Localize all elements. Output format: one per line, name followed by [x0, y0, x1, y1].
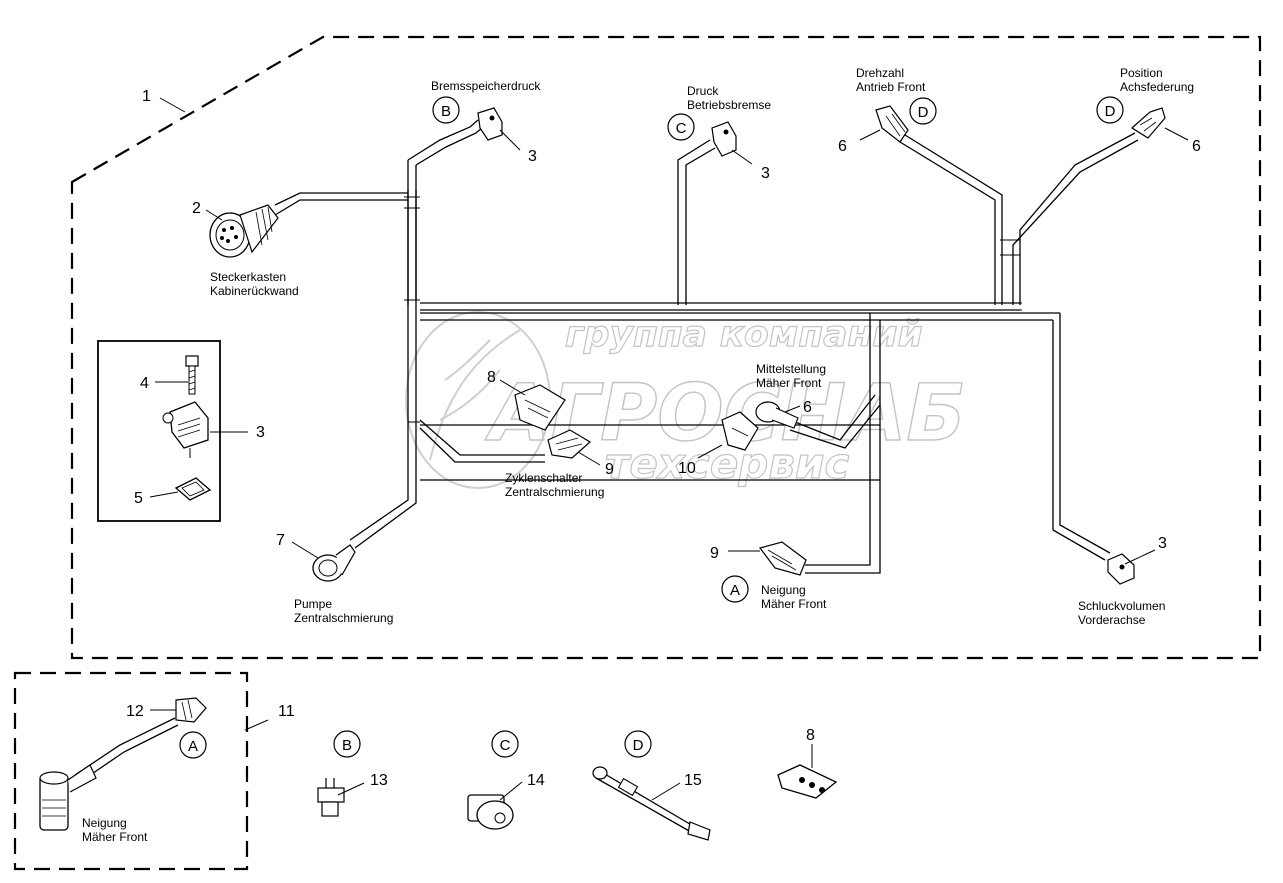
- label-steckerkasten-1: Steckerkasten: [210, 270, 286, 284]
- connector-3-bremsspeicherdruck-icon: [477, 107, 503, 141]
- connector-6-drehzahl-icon: [875, 105, 909, 143]
- callout-10: 10: [678, 460, 696, 477]
- connector-3-schluckvolumen-icon: [1107, 553, 1135, 585]
- svg-text:D: D: [633, 737, 644, 754]
- callout-4: 4: [140, 375, 149, 392]
- circle-a-box: A: [179, 731, 207, 759]
- label-steckerkasten-2: Kabinerückwand: [210, 284, 299, 298]
- gasket-5-icon: [174, 477, 212, 501]
- plug-8-icon: [777, 764, 838, 799]
- label-druck-1: Druck: [687, 84, 719, 98]
- callout-6-drehzahl: 6: [838, 138, 847, 155]
- label-position-1: Position: [1120, 66, 1163, 80]
- labels: Bremsspeicherdruck Druck Betriebsbremse …: [82, 66, 1194, 844]
- label-bremsspeicherdruck: Bremsspeicherdruck: [431, 79, 541, 93]
- callout-7: 7: [276, 532, 285, 549]
- callout-6-mittel: 6: [803, 399, 812, 416]
- callout-2: 2: [192, 200, 201, 217]
- circle-b-bottom: B: [333, 730, 361, 758]
- label-position-2: Achsfederung: [1120, 80, 1194, 94]
- connector-9-zyklenschalter-icon: [547, 429, 592, 459]
- callout-14: 14: [527, 772, 545, 789]
- circle-d-drehzahl: D: [909, 97, 937, 125]
- callout-3-b: 3: [528, 148, 537, 165]
- label-druck-2: Betriebsbremse: [687, 98, 771, 112]
- callout-6-position: 6: [1192, 138, 1201, 155]
- label-mittelstellung-1: Mittelstellung: [756, 362, 826, 376]
- label-pumpe-1: Pumpe: [294, 597, 332, 611]
- callout-3-detail: 3: [256, 424, 265, 441]
- connector-7-pumpe-icon: [312, 544, 356, 582]
- connector-2-steckerkasten-icon: [209, 204, 279, 258]
- svg-text:B: B: [342, 737, 352, 754]
- group-3-5-outline: [97, 340, 221, 522]
- circle-b-top: B: [432, 96, 460, 124]
- bolt-4-icon: [185, 355, 199, 395]
- circle-d-position: D: [1096, 96, 1124, 124]
- callout-3-c: 3: [761, 165, 770, 182]
- label-drehzahl-1: Drehzahl: [856, 66, 904, 80]
- label-zyklenschalter-2: Zentralschmierung: [505, 485, 604, 499]
- pressure-switch-13-icon: [317, 778, 345, 817]
- speed-sensor-15-icon: [592, 766, 711, 841]
- callout-numbers: 1 2 3 3 6 6 4 3 5 7 8 9 10 6 9 3 11 12 1…: [126, 88, 1201, 789]
- label-drehzahl-2: Antrieb Front: [856, 80, 926, 94]
- svg-text:A: A: [188, 738, 198, 755]
- pressure-sensor-14-icon: [467, 794, 514, 830]
- main-harness: [274, 119, 1139, 574]
- callout-13: 13: [370, 772, 388, 789]
- label-mittelstellung-2: Mäher Front: [756, 376, 822, 390]
- harness-11-icon: [39, 697, 207, 831]
- callout-3-schluck: 3: [1158, 535, 1167, 552]
- svg-text:C: C: [500, 737, 511, 754]
- callout-12: 12: [126, 703, 144, 720]
- callout-8-bottom: 8: [806, 727, 815, 744]
- label-neigung-box-1: Neigung: [82, 816, 127, 830]
- label-neigung-box-2: Mäher Front: [82, 830, 148, 844]
- label-schluck-2: Vorderachse: [1078, 613, 1146, 627]
- circle-c-top: C: [667, 113, 695, 141]
- group-11-outline: [13, 671, 249, 871]
- connector-8-zyklenschalter-icon: [514, 384, 566, 431]
- connector-3-detail-icon: [162, 401, 209, 458]
- callout-9-neigung: 9: [710, 545, 719, 562]
- label-neigung-1: Neigung: [761, 583, 806, 597]
- group-1-outline: [70, 35, 1262, 660]
- leader-lines: [149, 97, 1189, 801]
- label-pumpe-2: Zentralschmierung: [294, 611, 393, 625]
- circle-c-bottom: C: [491, 730, 519, 758]
- callout-1: 1: [142, 88, 151, 105]
- callout-15: 15: [684, 772, 702, 789]
- circle-a-neigung: A: [721, 575, 749, 603]
- callout-11: 11: [278, 703, 295, 720]
- svg-text:B: B: [441, 103, 451, 120]
- circle-d-bottom: D: [624, 730, 652, 758]
- connector-6-position-icon: [1131, 107, 1166, 139]
- svg-text:D: D: [918, 104, 929, 121]
- connector-9-neigung-icon: [758, 541, 807, 576]
- label-zyklenschalter-1: Zyklenschalter: [505, 471, 582, 485]
- label-neigung-2: Mäher Front: [761, 597, 827, 611]
- callout-5: 5: [134, 490, 143, 507]
- watermark-logo-leaf: [429, 329, 521, 461]
- connector-10-mittelstellung-icon: [721, 411, 759, 451]
- svg-text:A: A: [730, 582, 740, 599]
- label-schluck-1: Schluckvolumen: [1078, 599, 1165, 613]
- connector-6-mittelstellung-icon: [755, 401, 799, 429]
- svg-text:D: D: [1105, 103, 1116, 120]
- callout-8-zyklen: 8: [487, 369, 496, 386]
- callout-9-zyklen: 9: [605, 461, 614, 478]
- svg-text:C: C: [676, 120, 687, 137]
- connector-3-druck-icon: [711, 121, 737, 157]
